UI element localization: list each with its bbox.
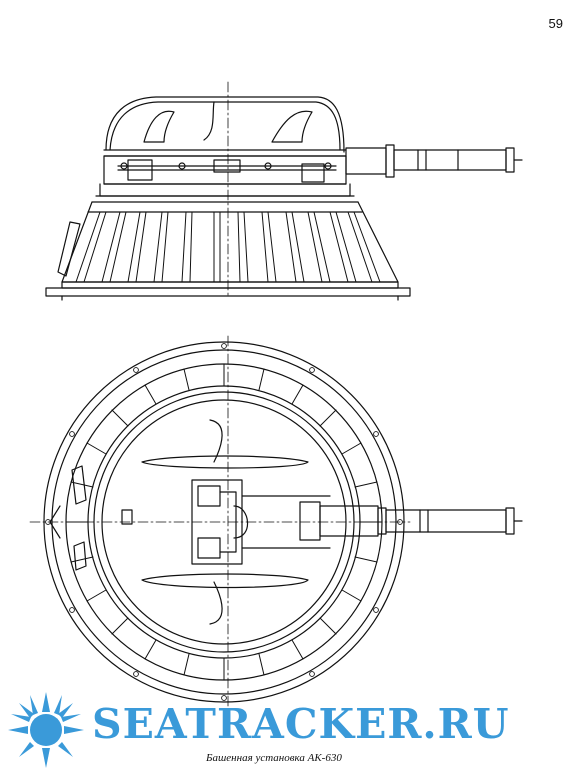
page-number: 59 (548, 16, 563, 31)
side-elevation-view (45, 81, 523, 301)
top-plan-view (29, 335, 523, 711)
figure-caption: Башенная установка АК-630 (206, 752, 342, 764)
